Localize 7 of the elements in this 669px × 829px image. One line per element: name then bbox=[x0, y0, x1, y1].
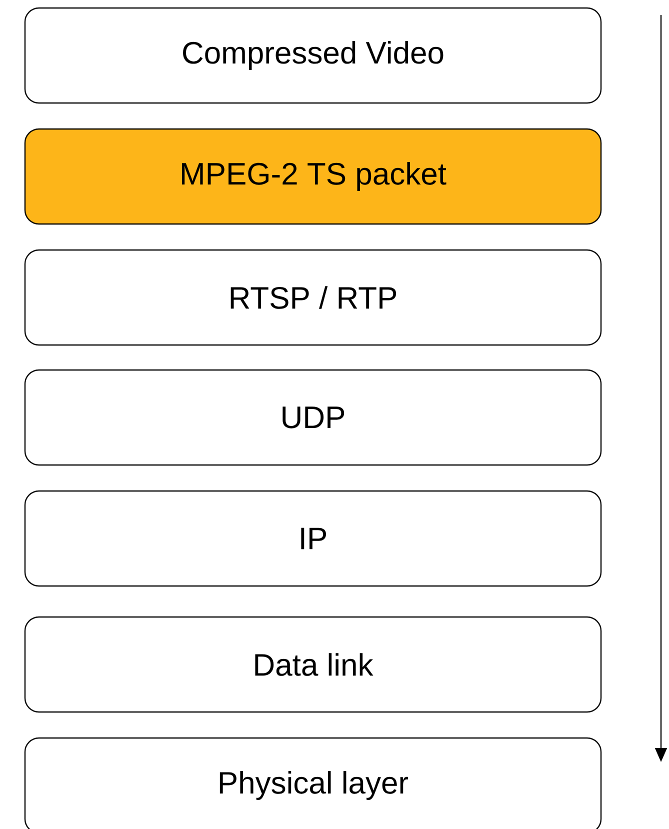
layer-box: Data link bbox=[24, 616, 602, 713]
layer-box: RTSP / RTP bbox=[24, 249, 602, 346]
layer-box: IP bbox=[24, 490, 602, 587]
layer-box: Physical layer bbox=[24, 737, 602, 829]
layer-box: Compressed Video bbox=[24, 7, 602, 104]
layer-box: MPEG-2 TS packet bbox=[24, 128, 602, 225]
layer-box: UDP bbox=[24, 369, 602, 466]
